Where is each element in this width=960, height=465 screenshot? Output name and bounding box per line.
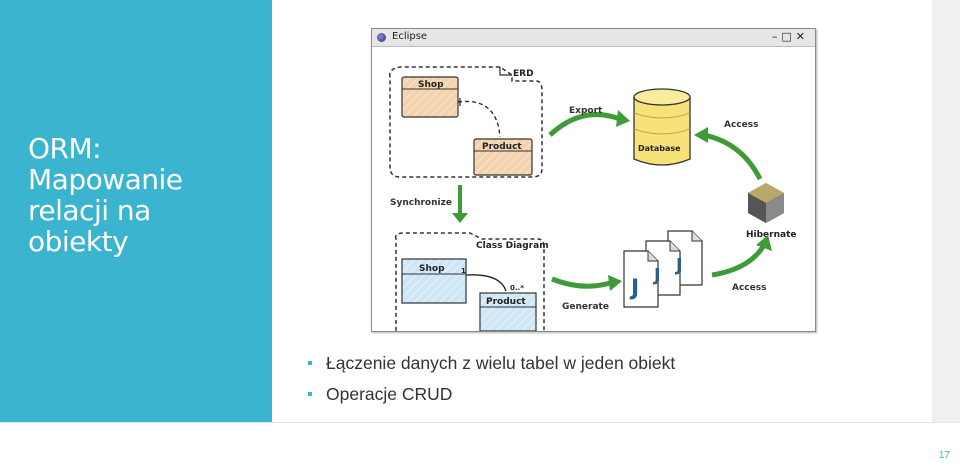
database-cylinder <box>633 88 691 166</box>
class-shop-entity <box>401 258 467 304</box>
export-arrow-head <box>616 110 630 127</box>
bullet-marker <box>308 392 312 396</box>
database-label: Database <box>638 144 681 153</box>
access-bottom-arrow <box>711 243 767 278</box>
synchronize-label: Synchronize <box>390 198 452 208</box>
java-letter-front: J <box>629 276 639 301</box>
class-diagram-border <box>394 232 545 336</box>
export-label: Export <box>569 106 603 116</box>
class-diagram-label: Class Diagram <box>476 241 549 251</box>
bullet-list: Łączenie danych z wielu tabel w jeden ob… <box>306 352 675 414</box>
bullet-marker <box>308 361 312 365</box>
diagram-canvas: ERD Shop Product Class Diagram Shop <box>372 47 815 336</box>
orm-diagram: ERD Shop Product Class Diagram Shop <box>388 66 797 336</box>
sidebar-panel: ORM: Mapowanie relacji na obiekty <box>0 0 272 422</box>
erd-shop-entity <box>401 76 459 118</box>
generate-label: Generate <box>562 302 609 312</box>
orm-diagram-window: Eclipse –□✕ ERD Shop <box>371 28 816 336</box>
access-top-label: Access <box>724 120 758 130</box>
right-margin-strip <box>932 0 960 422</box>
access-top-arrow-head <box>694 127 708 143</box>
access-top-arrow <box>703 132 763 181</box>
footer-divider <box>0 422 960 423</box>
generate-arrow <box>551 276 611 289</box>
bullet-item: Łączenie danych z wielu tabel w jeden ob… <box>306 352 675 374</box>
multiplicity-one: 1 <box>461 267 466 275</box>
class-shop-label: Shop <box>419 264 445 274</box>
erd-product-label: Product <box>482 142 522 152</box>
window-titlebar: Eclipse –□✕ <box>372 29 815 47</box>
erd-corner <box>499 67 512 76</box>
java-letter-middle: J <box>652 265 661 286</box>
erd-label: ERD <box>513 69 534 79</box>
synchronize-arrow-head <box>452 213 468 223</box>
generate-arrow-head <box>608 275 622 291</box>
hibernate-logo <box>748 183 784 223</box>
erd-border <box>388 66 543 178</box>
bullet-text: Operacje CRUD <box>326 384 453 404</box>
eclipse-icon <box>377 33 386 42</box>
window-title: Eclipse <box>392 31 428 42</box>
multiplicity-many: 0..* <box>510 284 524 292</box>
java-files: J J J <box>623 230 703 308</box>
export-arrow <box>548 112 621 137</box>
erd-relation-line <box>457 100 501 138</box>
hibernate-label: Hibernate <box>746 230 797 240</box>
java-letter-back: J <box>674 255 683 276</box>
erd-group: ERD Shop Product <box>388 66 543 178</box>
bullet-item: Operacje CRUD <box>306 383 675 405</box>
bullet-text: Łączenie danych z wielu tabel w jeden ob… <box>326 353 676 373</box>
erd-shop-label: Shop <box>418 80 444 90</box>
class-association-line <box>465 274 507 292</box>
page-number: 17 <box>938 450 950 461</box>
window-controls: –□✕ <box>771 30 809 43</box>
java-file-front <box>623 250 659 308</box>
access-bottom-arrow-head <box>756 235 772 251</box>
erd-product-entity <box>473 138 533 176</box>
access-bottom-label: Access <box>732 283 766 293</box>
class-diagram-group: Class Diagram Shop Product 1 0..* <box>394 232 549 336</box>
slide-title: ORM: Mapowanie relacji na obiekty <box>28 132 183 258</box>
class-product-label: Product <box>486 297 526 307</box>
